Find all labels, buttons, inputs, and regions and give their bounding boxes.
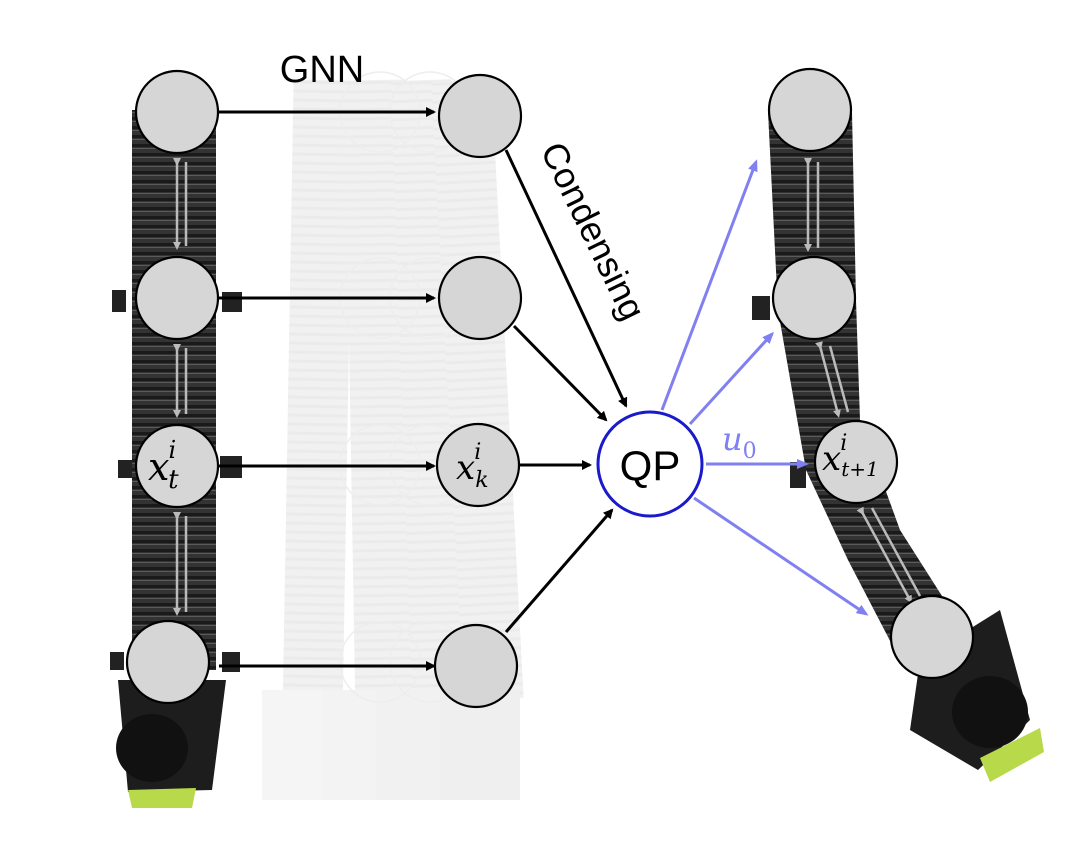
control-arrow-1 [660, 159, 758, 411]
right-node-4 [889, 594, 975, 680]
ghost-robots [262, 71, 524, 800]
control-arrow-4 [693, 496, 869, 616]
u0-label: u0 [722, 420, 757, 464]
condensing-arrows [504, 149, 628, 633]
left-node-4 [125, 619, 211, 705]
left-node-2 [134, 255, 220, 341]
control-arrows [660, 159, 869, 616]
middle-node-1 [437, 73, 523, 159]
middle-nodes [433, 73, 523, 709]
condense-arrow-2 [512, 324, 608, 422]
condense-arrow-4 [504, 508, 614, 633]
condense-arrow-1 [504, 149, 628, 408]
left-robot-chamber-arrows [173, 158, 188, 616]
middle-node-3 [435, 422, 521, 508]
ghost-robot-4 [431, 78, 524, 800]
condensing-label: Condensing [533, 136, 654, 327]
right-node-3 [813, 419, 899, 505]
left-nodes [125, 69, 220, 705]
left-robot [110, 110, 242, 808]
gnn-arrows [219, 107, 436, 671]
right-node-2 [771, 255, 857, 341]
left-node-3 [134, 423, 220, 509]
left-node-1 [134, 69, 220, 155]
qp-label: QP [620, 442, 681, 489]
qp-node [596, 410, 704, 518]
right-nodes [767, 67, 975, 680]
gnn-label: GNN [280, 49, 364, 91]
right-robot [752, 112, 1044, 782]
control-arrow-2 [688, 331, 775, 426]
middle-node-4 [433, 623, 519, 709]
right-robot-chamber-arrows [804, 158, 922, 604]
right-node-1 [767, 67, 853, 153]
middle-node-2 [437, 255, 523, 341]
